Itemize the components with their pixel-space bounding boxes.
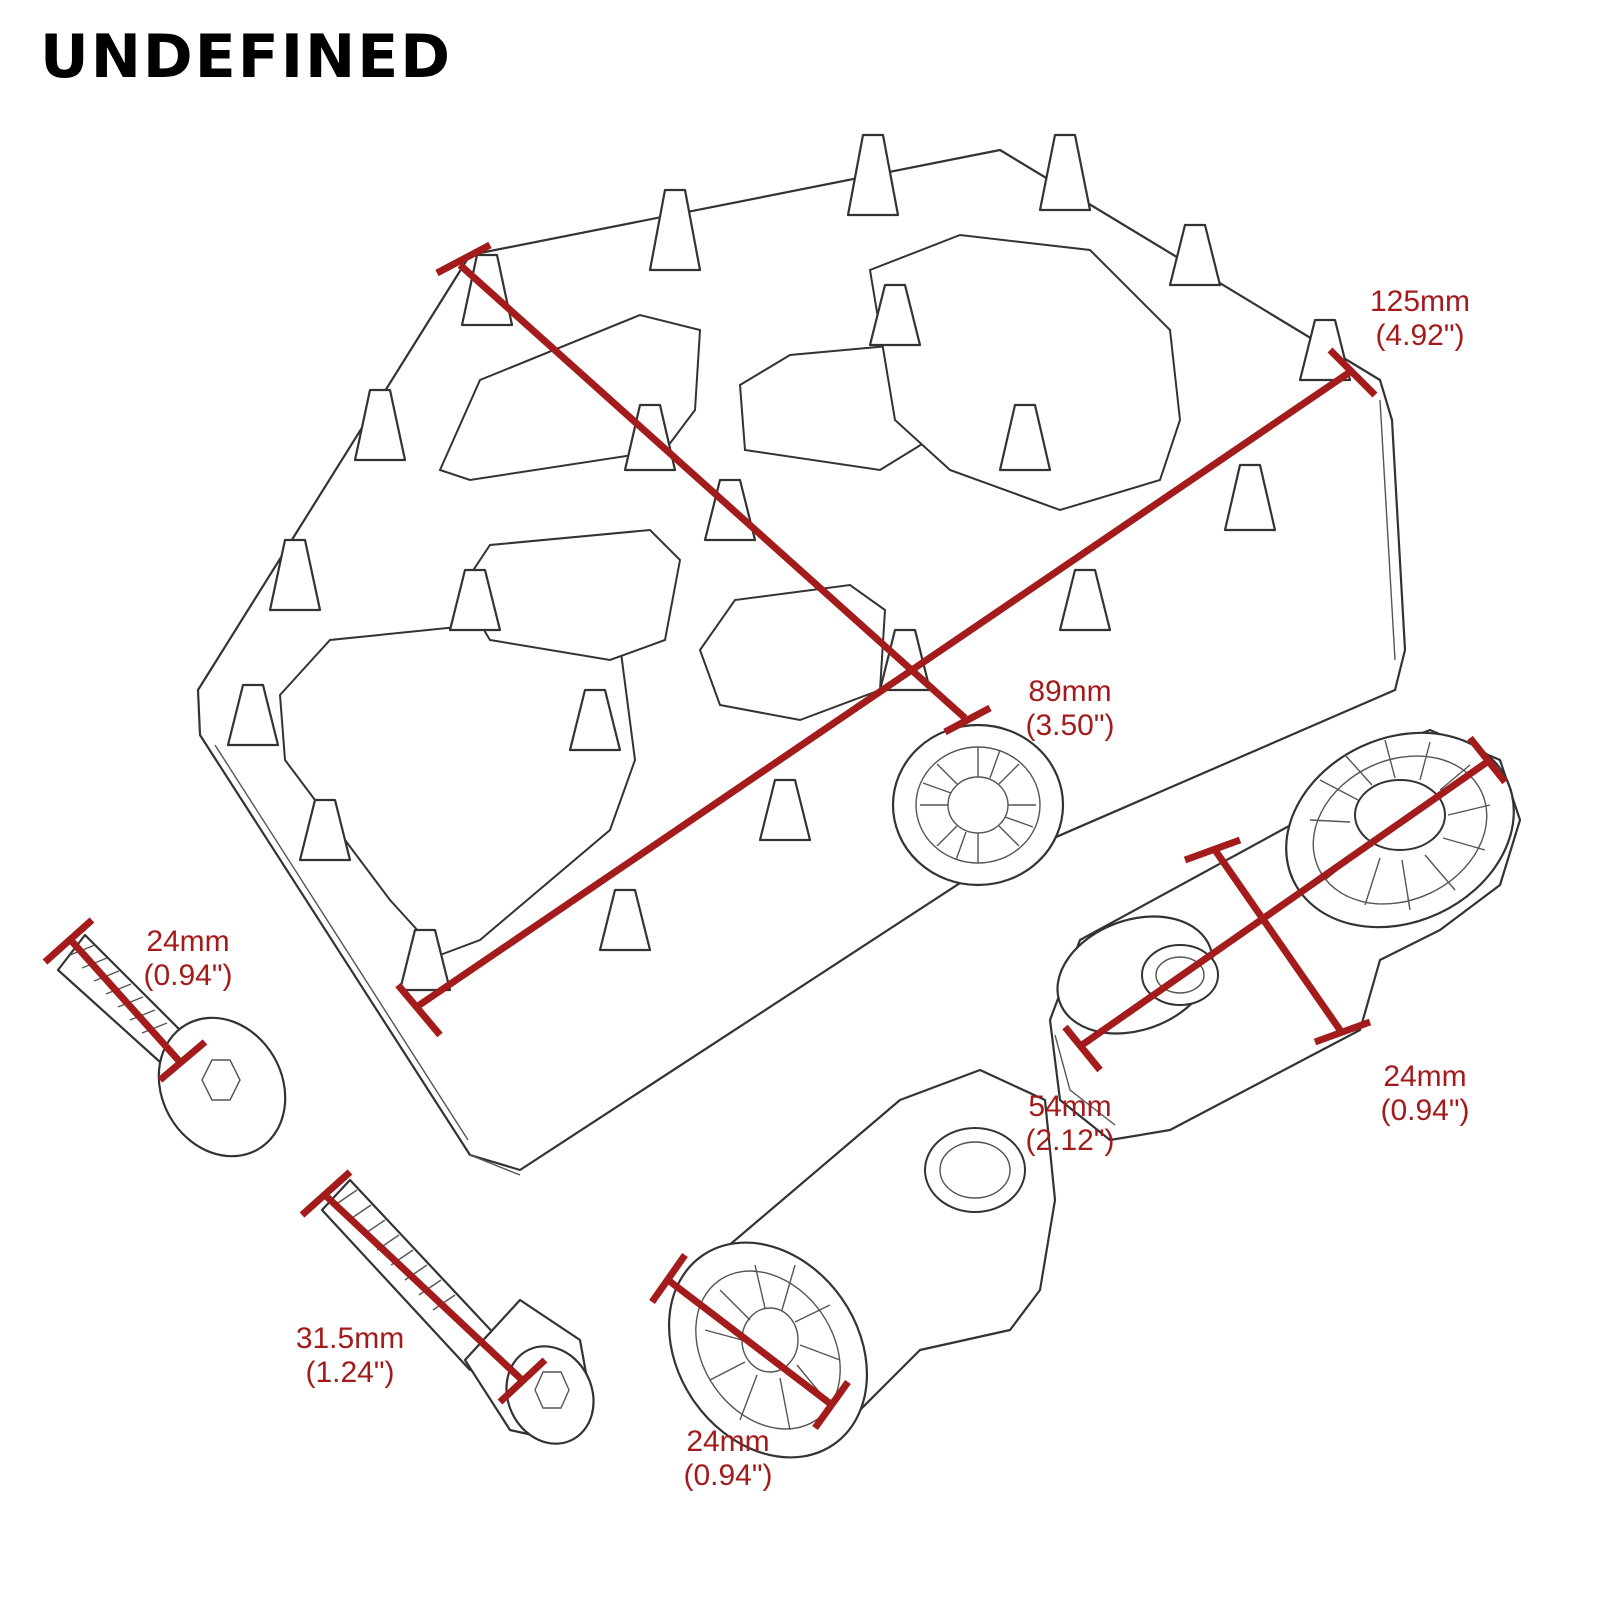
- label-arm-width-mm: 24mm: [1383, 1060, 1467, 1093]
- label-arm-length-in: (2.12"): [1025, 1124, 1115, 1157]
- dimension-lines: [42, 241, 1508, 1431]
- socket-cap-bolt: [320, 1178, 595, 1445]
- dim-line-mount-diameter: [649, 1252, 851, 1431]
- label-plate-width: 89mm (3.50"): [1005, 675, 1135, 743]
- label-flat-bolt-mm: 24mm: [146, 925, 230, 958]
- label-plate-length-mm: 125mm: [1369, 285, 1471, 318]
- label-flat-bolt: 24mm (0.94"): [128, 925, 248, 993]
- label-cap-bolt-mm: 31.5mm: [295, 1322, 405, 1355]
- footpeg-plate: [196, 133, 1407, 1176]
- label-plate-length-in: (4.92"): [1375, 319, 1465, 352]
- label-arm-width: 24mm (0.94"): [1365, 1060, 1485, 1128]
- brand-title: UNDEFINED: [40, 22, 453, 92]
- label-arm-length-mm: 54mm: [1028, 1090, 1112, 1123]
- label-plate-length: 125mm (4.92"): [1350, 285, 1490, 353]
- label-mount-diameter: 24mm (0.94"): [668, 1425, 788, 1493]
- dim-line-cap-bolt: [299, 1169, 548, 1405]
- dim-line-arm-width: [1183, 836, 1372, 1046]
- label-plate-width-in: (3.50"): [1025, 709, 1115, 742]
- plate-opening: [868, 233, 1182, 512]
- label-cap-bolt: 31.5mm (1.24"): [275, 1322, 425, 1390]
- label-arm-length: 54mm (2.12"): [1010, 1090, 1130, 1158]
- dim-line-flat-bolt: [42, 917, 208, 1083]
- clevis-mount: [667, 1068, 1057, 1459]
- plate-pivot-gear: [891, 723, 1065, 887]
- plate-opening: [458, 528, 682, 662]
- label-flat-bolt-in: (0.94"): [143, 959, 233, 992]
- label-arm-width-in: (0.94"): [1380, 1094, 1470, 1127]
- dim-line-plate-width: [435, 241, 992, 736]
- label-mount-diameter-mm: 24mm: [686, 1425, 770, 1458]
- label-mount-diameter-in: (0.94"): [683, 1459, 773, 1492]
- plate-opening: [698, 583, 887, 722]
- label-cap-bolt-in: (1.24"): [305, 1356, 395, 1389]
- dim-line-arm-length: [1062, 735, 1508, 1073]
- dim-line-plate-length: [395, 347, 1378, 1038]
- label-plate-width-mm: 89mm: [1028, 675, 1112, 708]
- cleat-spikes: [226, 133, 1352, 992]
